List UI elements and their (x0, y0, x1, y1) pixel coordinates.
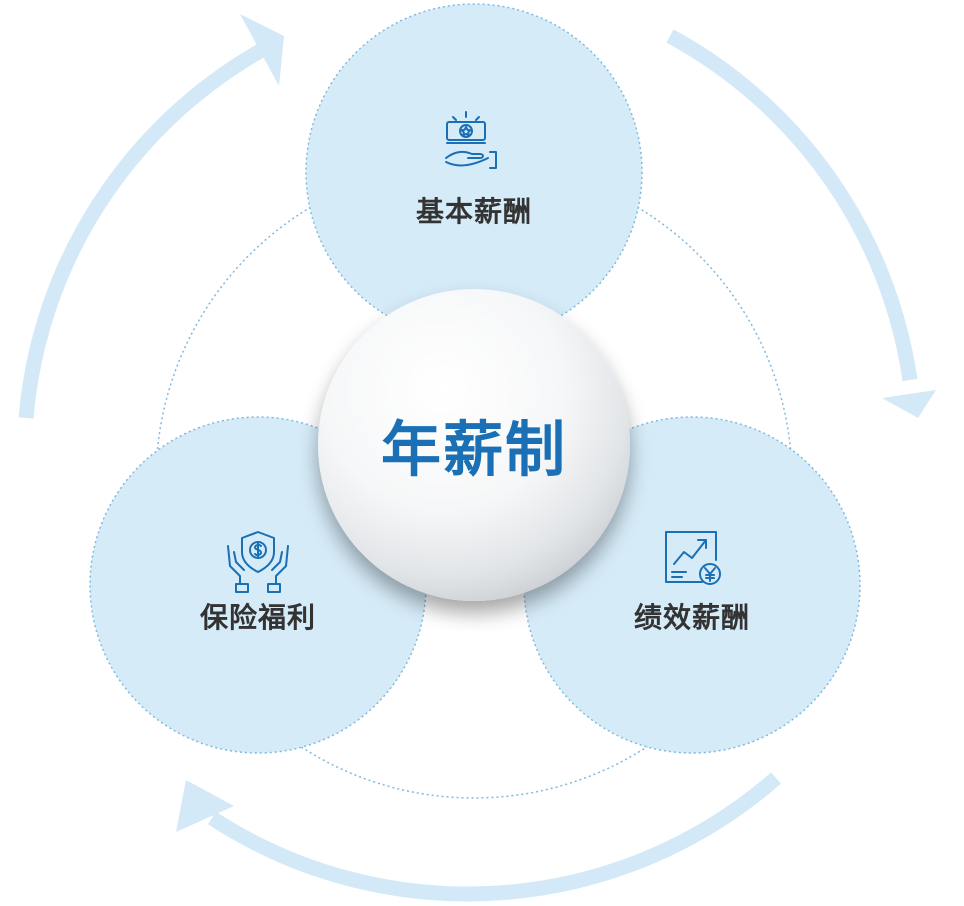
arrow-arc-right (666, 29, 918, 382)
arrow-arc-top-left (18, 43, 266, 419)
component-label-insurance: 保险福利 (199, 601, 317, 634)
cycle-arrows (18, 14, 936, 902)
arrowhead-right (882, 390, 936, 418)
arrowhead-bottom (176, 780, 234, 832)
component-label-performance: 绩效薪酬 (633, 601, 751, 634)
salary-hand-icon (445, 111, 497, 169)
circle-basic (305, 3, 643, 341)
arrow-arc-bottom (207, 772, 781, 902)
center-title: 年薪制 (381, 415, 567, 486)
insurance-hands-shield-icon (227, 531, 289, 593)
center-sphere (318, 289, 630, 601)
arrowhead-top-left (240, 14, 284, 86)
component-label-basic: 基本薪酬 (415, 195, 533, 228)
performance-chart-yen-icon (665, 531, 721, 585)
